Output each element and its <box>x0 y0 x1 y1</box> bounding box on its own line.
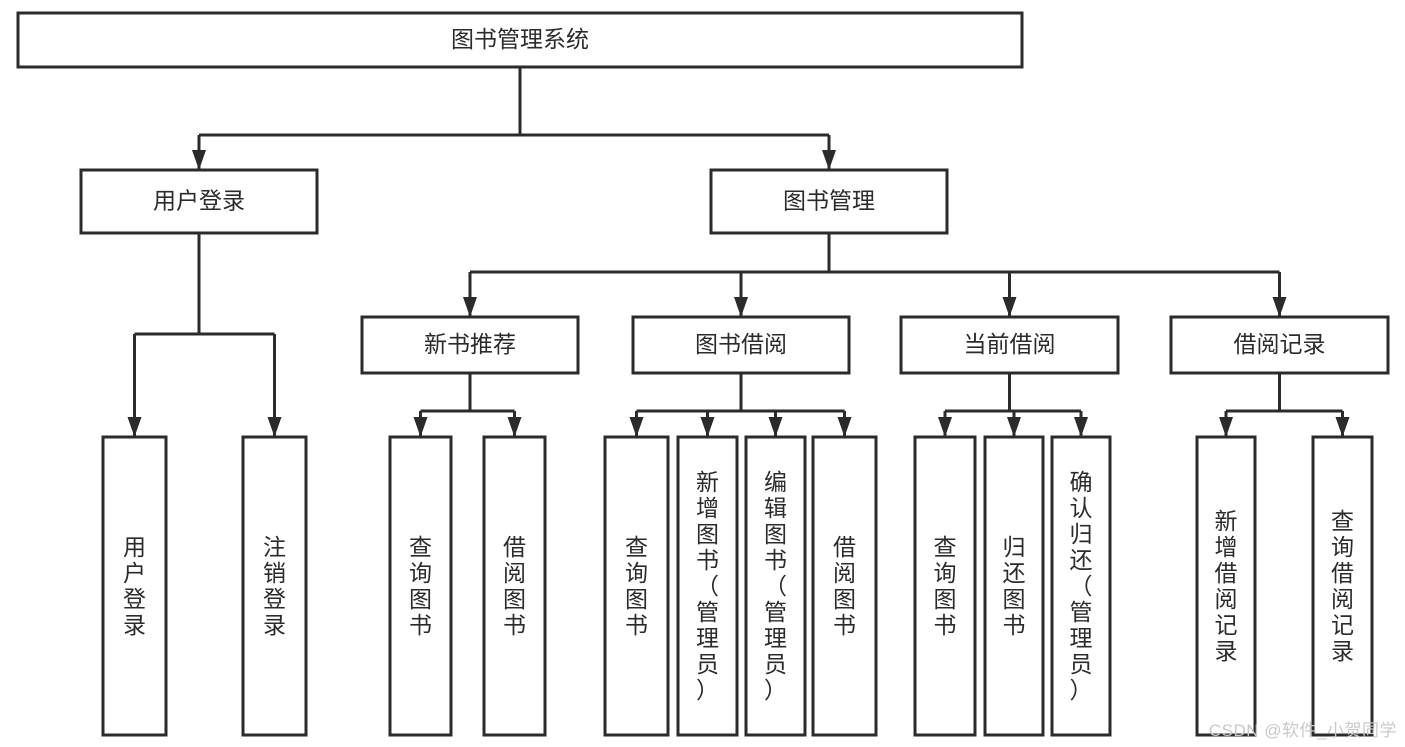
node-label-book-manage: 图书管理 <box>783 188 875 214</box>
node-current-borrow[interactable]: 当前借阅 <box>899 315 1120 375</box>
node-label-leaf-query-book-current: 查询图书 <box>934 534 957 638</box>
node-box-leaf-user-login <box>101 435 168 737</box>
node-layer: 图书管理系统用户登录图书管理新书推荐图书借阅当前借阅借阅记录用户登录注销登录查询… <box>16 11 1390 737</box>
node-label-leaf-add-record: 新增借阅记录 <box>1215 508 1238 664</box>
node-root[interactable]: 图书管理系统 <box>16 11 1024 69</box>
node-box-borrow-record <box>1169 315 1390 375</box>
node-leaf-query-record[interactable]: 查询借阅记录 <box>1311 435 1374 737</box>
node-label-leaf-query-book-borrow: 查询图书 <box>625 534 648 638</box>
node-user-login[interactable]: 用户登录 <box>79 168 319 235</box>
arrow-head <box>837 417 852 437</box>
node-label-leaf-logout: 注销登录 <box>263 534 286 638</box>
node-leaf-add-record[interactable]: 新增借阅记录 <box>1195 435 1257 737</box>
arrow-head <box>700 417 715 437</box>
node-leaf-confirm-return[interactable]: 确认归还（管理员） <box>1050 435 1112 737</box>
node-box-leaf-add-record <box>1195 435 1257 737</box>
node-new-book-recommend[interactable]: 新书推荐 <box>360 315 580 375</box>
node-box-root <box>16 11 1024 69</box>
node-label-leaf-query-book-rec: 查询图书 <box>409 534 432 638</box>
node-box-leaf-logout <box>241 435 308 737</box>
node-label-current-borrow: 当前借阅 <box>964 331 1056 357</box>
arrow-head <box>1335 417 1350 437</box>
arrow-head <box>822 150 836 170</box>
arrow-head <box>768 417 783 437</box>
node-leaf-user-login[interactable]: 用户登录 <box>101 435 168 737</box>
arrow-head <box>413 417 428 437</box>
node-box-book-manage <box>709 168 949 235</box>
node-leaf-query-book-current[interactable]: 查询图书 <box>913 435 977 737</box>
arrow-head <box>1219 417 1233 437</box>
arrow-head <box>267 417 282 437</box>
node-box-leaf-query-book-current <box>913 435 977 737</box>
node-label-new-book-recommend: 新书推荐 <box>424 331 516 357</box>
node-borrow-record[interactable]: 借阅记录 <box>1169 315 1390 375</box>
node-leaf-add-book[interactable]: 新增图书（管理员） <box>676 435 739 737</box>
arrow-head <box>938 417 952 437</box>
node-box-leaf-return-book <box>983 435 1045 737</box>
arrow-head <box>629 417 644 437</box>
node-label-leaf-query-record: 查询借阅记录 <box>1331 508 1354 664</box>
node-label-borrow-record: 借阅记录 <box>1234 331 1326 357</box>
arrow-head <box>463 297 477 317</box>
csdn-watermark: CSDN @软件_小贺同学 <box>1208 721 1397 740</box>
connector-layer <box>127 67 1350 437</box>
node-box-leaf-edit-book <box>744 435 807 737</box>
node-leaf-query-book-rec[interactable]: 查询图书 <box>388 435 453 737</box>
node-label-leaf-borrow-book-rec: 借阅图书 <box>503 534 526 638</box>
node-box-leaf-borrow-book-rec <box>482 435 547 737</box>
node-leaf-edit-book[interactable]: 编辑图书（管理员） <box>744 435 807 737</box>
arrow-head <box>127 417 142 437</box>
node-label-leaf-confirm-return: 确认归还（管理员） <box>1070 469 1093 703</box>
node-book-manage[interactable]: 图书管理 <box>709 168 949 235</box>
node-box-new-book-recommend <box>360 315 580 375</box>
node-label-leaf-borrow-book: 借阅图书 <box>833 534 856 638</box>
node-box-leaf-query-record <box>1311 435 1374 737</box>
node-box-leaf-borrow-book <box>811 435 878 737</box>
node-box-leaf-query-book-rec <box>388 435 453 737</box>
node-box-current-borrow <box>899 315 1120 375</box>
node-label-leaf-return-book: 归还图书 <box>1003 534 1026 638</box>
node-box-leaf-confirm-return <box>1050 435 1112 737</box>
node-box-book-borrow <box>631 315 851 375</box>
node-box-user-login <box>79 168 319 235</box>
node-label-user-login: 用户登录 <box>153 188 245 214</box>
arrow-head <box>1002 297 1017 317</box>
arrow-head <box>1272 297 1287 317</box>
node-book-borrow[interactable]: 图书借阅 <box>631 315 851 375</box>
node-box-leaf-add-book <box>676 435 739 737</box>
arrow-head <box>1074 417 1088 437</box>
arrow-head <box>192 150 206 170</box>
node-leaf-query-book-borrow[interactable]: 查询图书 <box>603 435 670 737</box>
node-label-root: 图书管理系统 <box>451 26 589 52</box>
arrow-head <box>507 417 522 437</box>
node-label-book-borrow: 图书借阅 <box>695 331 787 357</box>
node-label-leaf-user-login: 用户登录 <box>123 534 146 638</box>
node-leaf-logout[interactable]: 注销登录 <box>241 435 308 737</box>
arrow-head <box>734 297 748 317</box>
node-box-leaf-query-book-borrow <box>603 435 670 737</box>
node-leaf-borrow-book[interactable]: 借阅图书 <box>811 435 878 737</box>
node-label-leaf-edit-book: 编辑图书（管理员） <box>764 469 787 703</box>
arrow-head <box>1007 417 1021 437</box>
node-label-leaf-add-book: 新增图书（管理员） <box>696 469 719 703</box>
node-leaf-return-book[interactable]: 归还图书 <box>983 435 1045 737</box>
node-leaf-borrow-book-rec[interactable]: 借阅图书 <box>482 435 547 737</box>
